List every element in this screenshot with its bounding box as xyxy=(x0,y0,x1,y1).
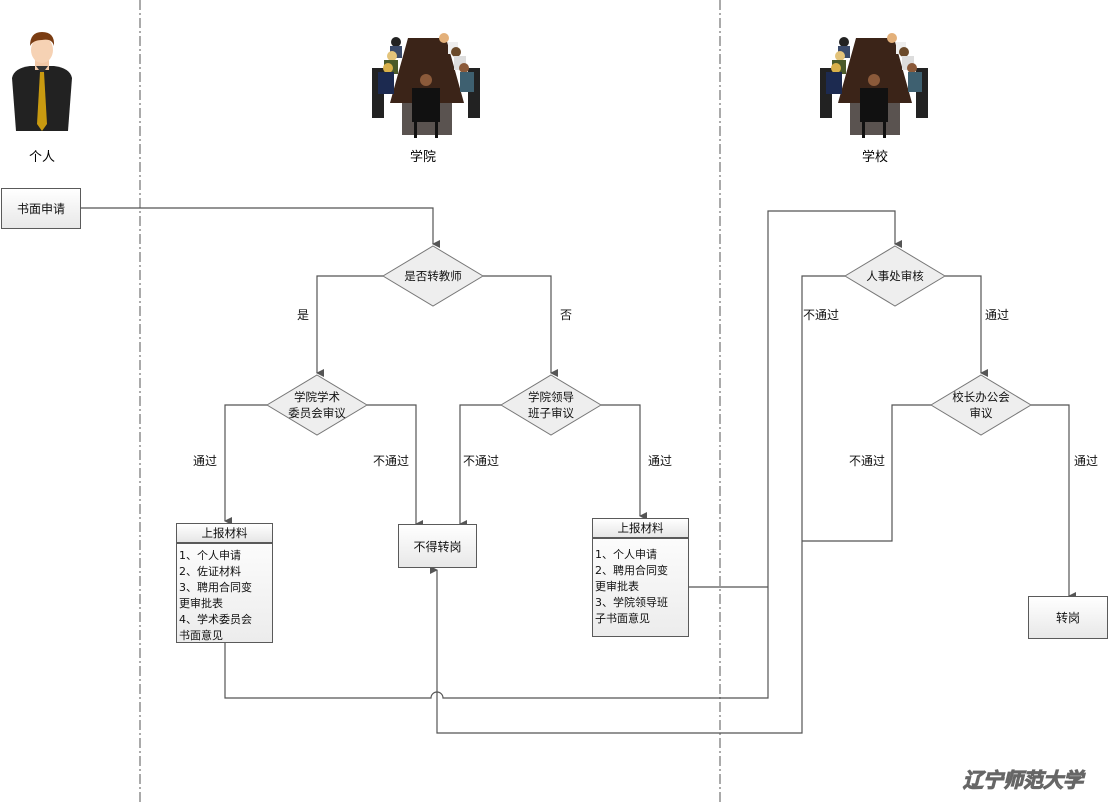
materials-line: 更审批表 xyxy=(179,597,223,610)
written-application-label: 书面申请 xyxy=(16,202,65,216)
edge-label-fail: 不通过 xyxy=(849,454,886,468)
edge xyxy=(802,404,931,542)
edge-label-pass: 通过 xyxy=(985,308,1010,322)
materials-line: 书面意见 xyxy=(179,629,223,642)
meeting-icon-college xyxy=(372,33,480,138)
materials-line: 2、聘用合同变 xyxy=(595,564,668,577)
decision-is-transfer-teacher[interactable] xyxy=(382,245,484,307)
edge xyxy=(316,275,383,377)
materials-box-left[interactable]: 上报材料 1、个人申请 2、佐证材料 3、聘用合同变 更审批表 4、学术委员会 … xyxy=(176,523,273,643)
lane-title-school: 学校 xyxy=(861,150,888,165)
materials-line: 3、学院领导班 xyxy=(595,596,668,609)
no-transfer-box[interactable]: 不得转岗 xyxy=(398,524,477,568)
materials-line: 更审批表 xyxy=(595,580,639,593)
materials-box-right[interactable]: 上报材料 1、个人申请 2、聘用合同变 更审批表 3、学院领导班 子书面意见 xyxy=(592,518,689,637)
decision-president-office[interactable] xyxy=(930,374,1032,436)
materials-line: 2、佐证材料 xyxy=(179,565,241,578)
edge-label-pass: 通过 xyxy=(1074,454,1099,468)
decision-text: 人事处审核 xyxy=(866,269,924,283)
edge xyxy=(601,404,647,520)
watermark-logo: 辽宁师范大学 xyxy=(963,768,1084,793)
edge xyxy=(80,207,440,248)
edge xyxy=(224,404,267,525)
decision-hr-review-label: 人事处审核 xyxy=(845,268,945,284)
materials-line: 3、聘用合同变 xyxy=(179,581,252,594)
edge-label-no: 否 xyxy=(560,308,573,322)
decision-academic-committee[interactable] xyxy=(266,374,368,436)
transfer-box[interactable]: 转岗 xyxy=(1028,596,1108,639)
edge xyxy=(459,404,501,528)
lane-title-college: 学院 xyxy=(409,150,436,165)
materials-header: 上报材料 xyxy=(593,519,688,539)
edge-label-pass: 通过 xyxy=(648,454,673,468)
edge-label-yes: 是 xyxy=(297,308,310,322)
decision-text: 是否转教师 xyxy=(404,269,462,283)
edge-label-fail: 不通过 xyxy=(803,308,840,322)
materials-line: 4、学术委员会 xyxy=(179,613,252,626)
person-icon xyxy=(12,32,72,131)
materials-line: 子书面意见 xyxy=(595,612,650,625)
decision-hr-review[interactable] xyxy=(844,245,946,307)
no-transfer-label: 不得转岗 xyxy=(413,539,462,554)
edge xyxy=(430,275,845,734)
materials-line: 1、个人申请 xyxy=(179,549,241,562)
edge xyxy=(224,210,902,699)
decision-is-transfer-teacher-label: 是否转教师 xyxy=(383,268,483,284)
transfer-label: 转岗 xyxy=(1055,611,1080,625)
edge-label-fail: 不通过 xyxy=(373,454,410,468)
materials-header: 上报材料 xyxy=(177,524,272,544)
edge xyxy=(1031,404,1076,600)
edge-label-fail: 不通过 xyxy=(463,454,500,468)
decision-text: 委员会审议 xyxy=(288,406,346,420)
decision-text: 审议 xyxy=(969,406,993,420)
materials-line: 1、个人申请 xyxy=(595,548,657,561)
written-application-box[interactable]: 书面申请 xyxy=(1,188,81,229)
decision-leadership-review[interactable] xyxy=(500,374,602,436)
decision-text: 校长办公会 xyxy=(952,390,1010,404)
decision-text: 学院领导 xyxy=(528,390,574,404)
decision-president-office-label: 校长办公会 审议 xyxy=(931,389,1031,421)
decision-text: 学院学术 xyxy=(294,390,340,404)
edge-label-pass: 通过 xyxy=(193,454,218,468)
decision-text: 班子审议 xyxy=(528,406,574,420)
decision-academic-committee-label: 学院学术 委员会审议 xyxy=(267,389,367,421)
meeting-icon-school xyxy=(820,33,928,138)
edge xyxy=(367,404,423,528)
edge xyxy=(483,275,558,377)
lane-title-individual: 个人 xyxy=(28,150,55,165)
decision-leadership-review-label: 学院领导 班子审议 xyxy=(501,389,601,421)
edge xyxy=(945,275,988,377)
